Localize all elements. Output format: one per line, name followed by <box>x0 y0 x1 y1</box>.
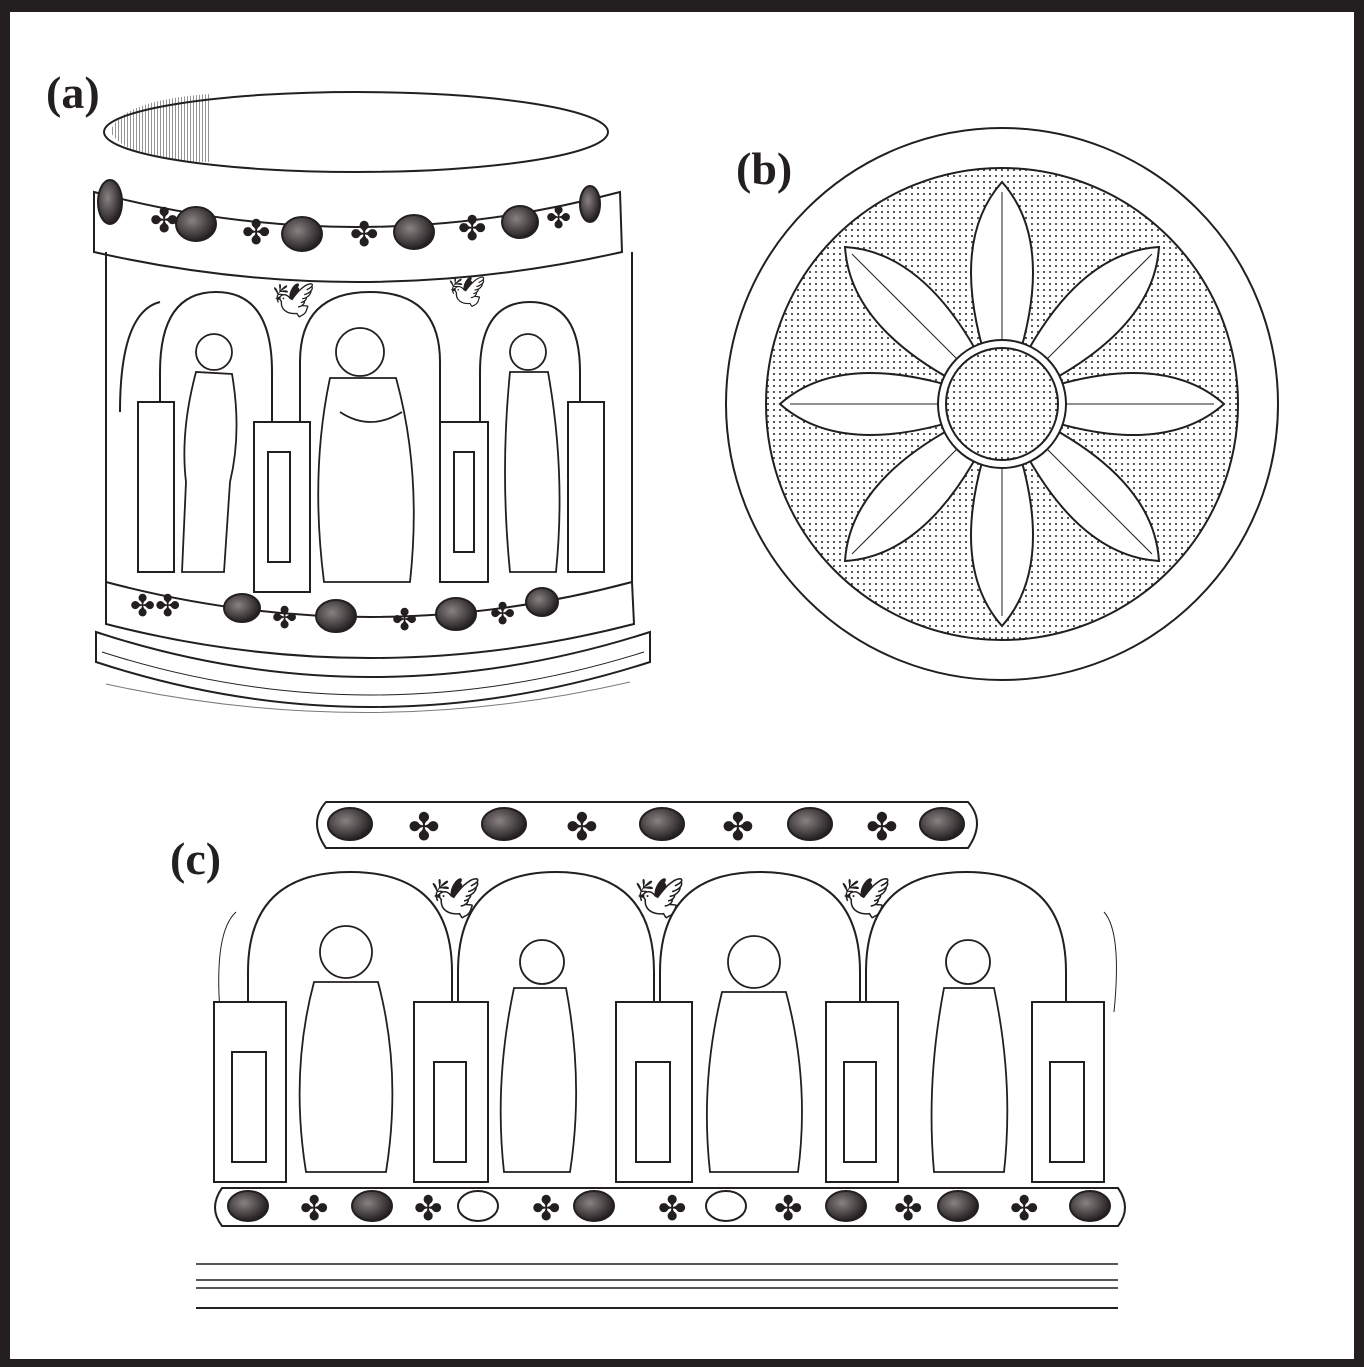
pillars <box>137 401 605 593</box>
svg-text:✤: ✤ <box>774 1189 803 1229</box>
panel-label-a: (a) <box>46 67 100 118</box>
svg-text:✤: ✤ <box>1010 1189 1039 1229</box>
frieze-figures <box>298 925 1009 1173</box>
cylinder-reliquary-icon: ✤ ✤ ✤ ✤ ✤ <box>93 91 651 713</box>
arcade <box>119 290 581 572</box>
svg-text:✤: ✤ <box>458 209 487 249</box>
svg-text:✤: ✤ <box>242 213 271 253</box>
bird-icon: 🕊 <box>448 275 486 310</box>
svg-text:✤: ✤ <box>866 805 898 849</box>
svg-text:✤: ✤ <box>894 1189 923 1229</box>
bird-icon: 🕊 <box>272 281 315 321</box>
panel-label-c: (c) <box>170 833 222 884</box>
svg-text:✤: ✤ <box>272 601 297 636</box>
panel-label-b: (b) <box>736 143 793 194</box>
svg-text:✤: ✤ <box>408 805 440 849</box>
svg-text:✤: ✤ <box>546 201 571 236</box>
svg-text:✤: ✤ <box>300 1189 329 1229</box>
frieze-base-lines <box>196 1263 1118 1309</box>
svg-text:✤: ✤ <box>566 805 598 849</box>
svg-text:✤: ✤ <box>532 1189 561 1229</box>
svg-text:✤: ✤ <box>658 1189 687 1229</box>
bottom-gem-band: ✤ ✤ ✤ ✤ ✤ ✤ ✤ <box>227 1189 1111 1229</box>
top-gem-band: ✤ ✤ ✤ ✤ <box>327 805 965 849</box>
frieze-arcade <box>218 870 1117 1013</box>
svg-text:✤: ✤ <box>490 597 515 632</box>
lotus-lid-icon <box>725 127 1279 681</box>
lower-gem-band: ✤✤ ✤ ✤ ✤ <box>130 587 559 638</box>
svg-text:✤✤: ✤✤ <box>130 589 180 624</box>
illustration-canvas: ✤ ✤ ✤ ✤ ✤ <box>93 91 1279 1309</box>
svg-text:✤: ✤ <box>414 1189 443 1229</box>
svg-text:✤: ✤ <box>392 603 417 638</box>
bird-icon: 🕊 <box>840 876 891 922</box>
bird-icon: 🕊 <box>430 876 481 922</box>
svg-text:✤: ✤ <box>350 215 379 255</box>
bird-icon: 🕊 <box>634 876 685 922</box>
frieze-unrolled-icon: ✤ ✤ ✤ ✤ 🕊 🕊 🕊 <box>196 801 1126 1309</box>
upper-gem-band: ✤ ✤ ✤ ✤ ✤ <box>97 179 601 255</box>
frieze-pillars <box>213 1001 1105 1183</box>
svg-text:✤: ✤ <box>150 201 179 241</box>
standing-figures <box>181 327 561 583</box>
svg-text:✤: ✤ <box>722 805 754 849</box>
